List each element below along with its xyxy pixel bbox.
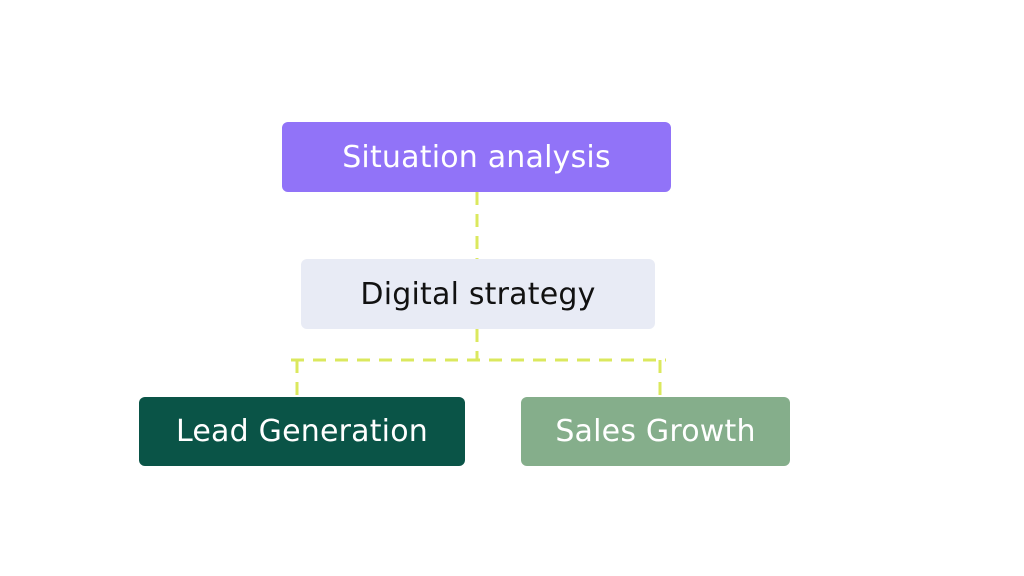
node-situation-analysis: Situation analysis <box>282 122 671 192</box>
node-label-digital-strategy: Digital strategy <box>360 276 596 312</box>
node-label-sales-growth: Sales Growth <box>555 414 756 449</box>
node-label-lead-generation: Lead Generation <box>176 414 428 449</box>
node-label-situation-analysis: Situation analysis <box>342 139 611 175</box>
node-sales-growth: Sales Growth <box>521 397 790 466</box>
node-digital-strategy: Digital strategy <box>301 259 655 329</box>
node-lead-generation: Lead Generation <box>139 397 465 466</box>
